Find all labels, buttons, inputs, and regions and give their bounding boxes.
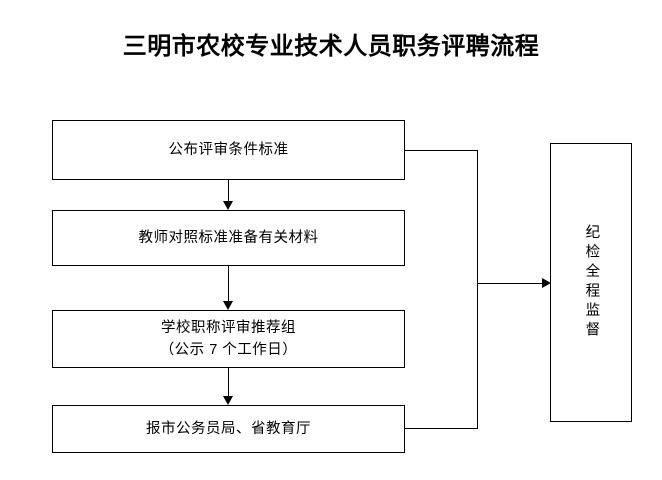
flow-node-label: 学校职称评审推荐组 xyxy=(161,319,296,336)
connector-spine-lower xyxy=(477,283,478,429)
flow-node-label: 报市公务员局、省教育厅 xyxy=(146,420,311,437)
arrowhead-down-icon xyxy=(223,301,233,310)
connector-spine-to-supervision xyxy=(477,283,543,284)
flow-node-label-vertical: 纪检全程监督 xyxy=(583,224,600,341)
connector-submit-to-spine xyxy=(405,428,478,429)
connector-recommend-to-submit xyxy=(228,368,229,396)
connector-publish-to-spine xyxy=(405,150,478,151)
flow-node-sublabel: （公示 7 个工作日） xyxy=(159,342,298,358)
flow-node-label: 公布评审条件标准 xyxy=(168,141,289,158)
arrowhead-right-icon xyxy=(542,278,551,288)
flow-node-teacher-prepare-materials[interactable]: 教师对照标准准备有关材料 xyxy=(52,210,405,266)
flow-node-discipline-supervision[interactable]: 纪检全程监督 xyxy=(550,143,632,422)
flow-node-school-review-group[interactable]: 学校职称评审推荐组 （公示 7 个工作日） xyxy=(52,310,405,368)
arrowhead-down-icon xyxy=(223,201,233,210)
connector-spine-upper xyxy=(477,150,478,284)
flow-node-submit-to-bureaus[interactable]: 报市公务员局、省教育厅 xyxy=(52,405,405,453)
page-title: 三明市农校专业技术人员职务评聘流程 xyxy=(122,34,540,60)
flow-node-publish-criteria[interactable]: 公布评审条件标准 xyxy=(52,120,405,180)
flow-node-label: 教师对照标准准备有关材料 xyxy=(138,229,319,246)
connector-prepare-to-recommend xyxy=(228,266,229,301)
connector-publish-to-prepare xyxy=(228,180,229,202)
arrowhead-down-icon xyxy=(223,396,233,405)
